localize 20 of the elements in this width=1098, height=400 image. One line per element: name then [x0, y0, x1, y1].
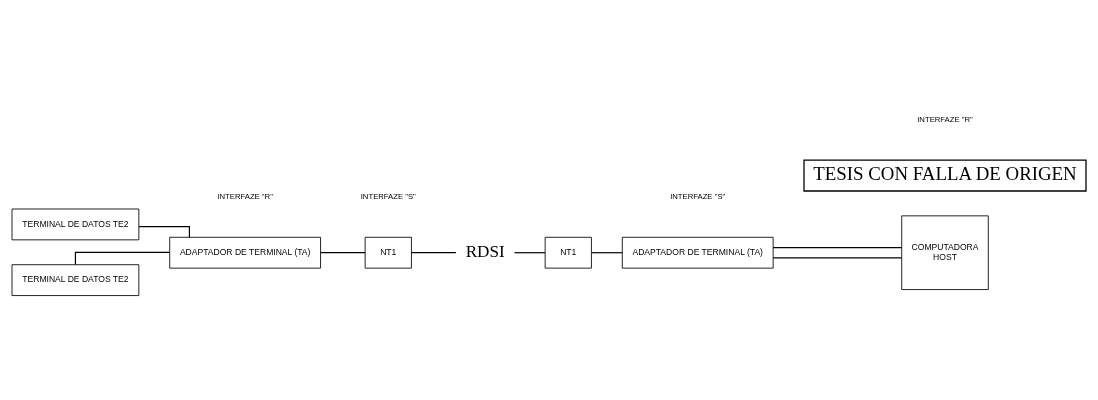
node-box: TERMINAL DE DATOS TE2	[11, 208, 140, 241]
node-box: COMPUTADORA HOST	[901, 215, 989, 290]
connector	[591, 252, 623, 254]
connector	[320, 252, 366, 254]
node-box: NT1	[544, 236, 592, 269]
node-text: RDSI	[465, 242, 505, 261]
node-box: TERMINAL DE DATOS TE2	[11, 264, 140, 296]
label: INTERFAZE "S"	[360, 191, 416, 201]
connector	[772, 246, 903, 249]
connector	[513, 252, 546, 254]
node-box: TESIS CON FALLA DE ORIGEN	[803, 159, 1087, 192]
node-box: NT1	[364, 236, 412, 269]
node-box: ADAPTADOR DE TERMINAL (TA)	[169, 236, 321, 269]
label: INTERFAZE "R"	[217, 191, 273, 201]
connector	[410, 252, 457, 254]
connector	[772, 257, 903, 259]
node-box: ADAPTADOR DE TERMINAL (TA)	[621, 236, 774, 269]
label: INTERFAZE "S"	[670, 191, 726, 201]
connector	[138, 225, 191, 238]
label: INTERFAZE "R"	[917, 114, 973, 124]
